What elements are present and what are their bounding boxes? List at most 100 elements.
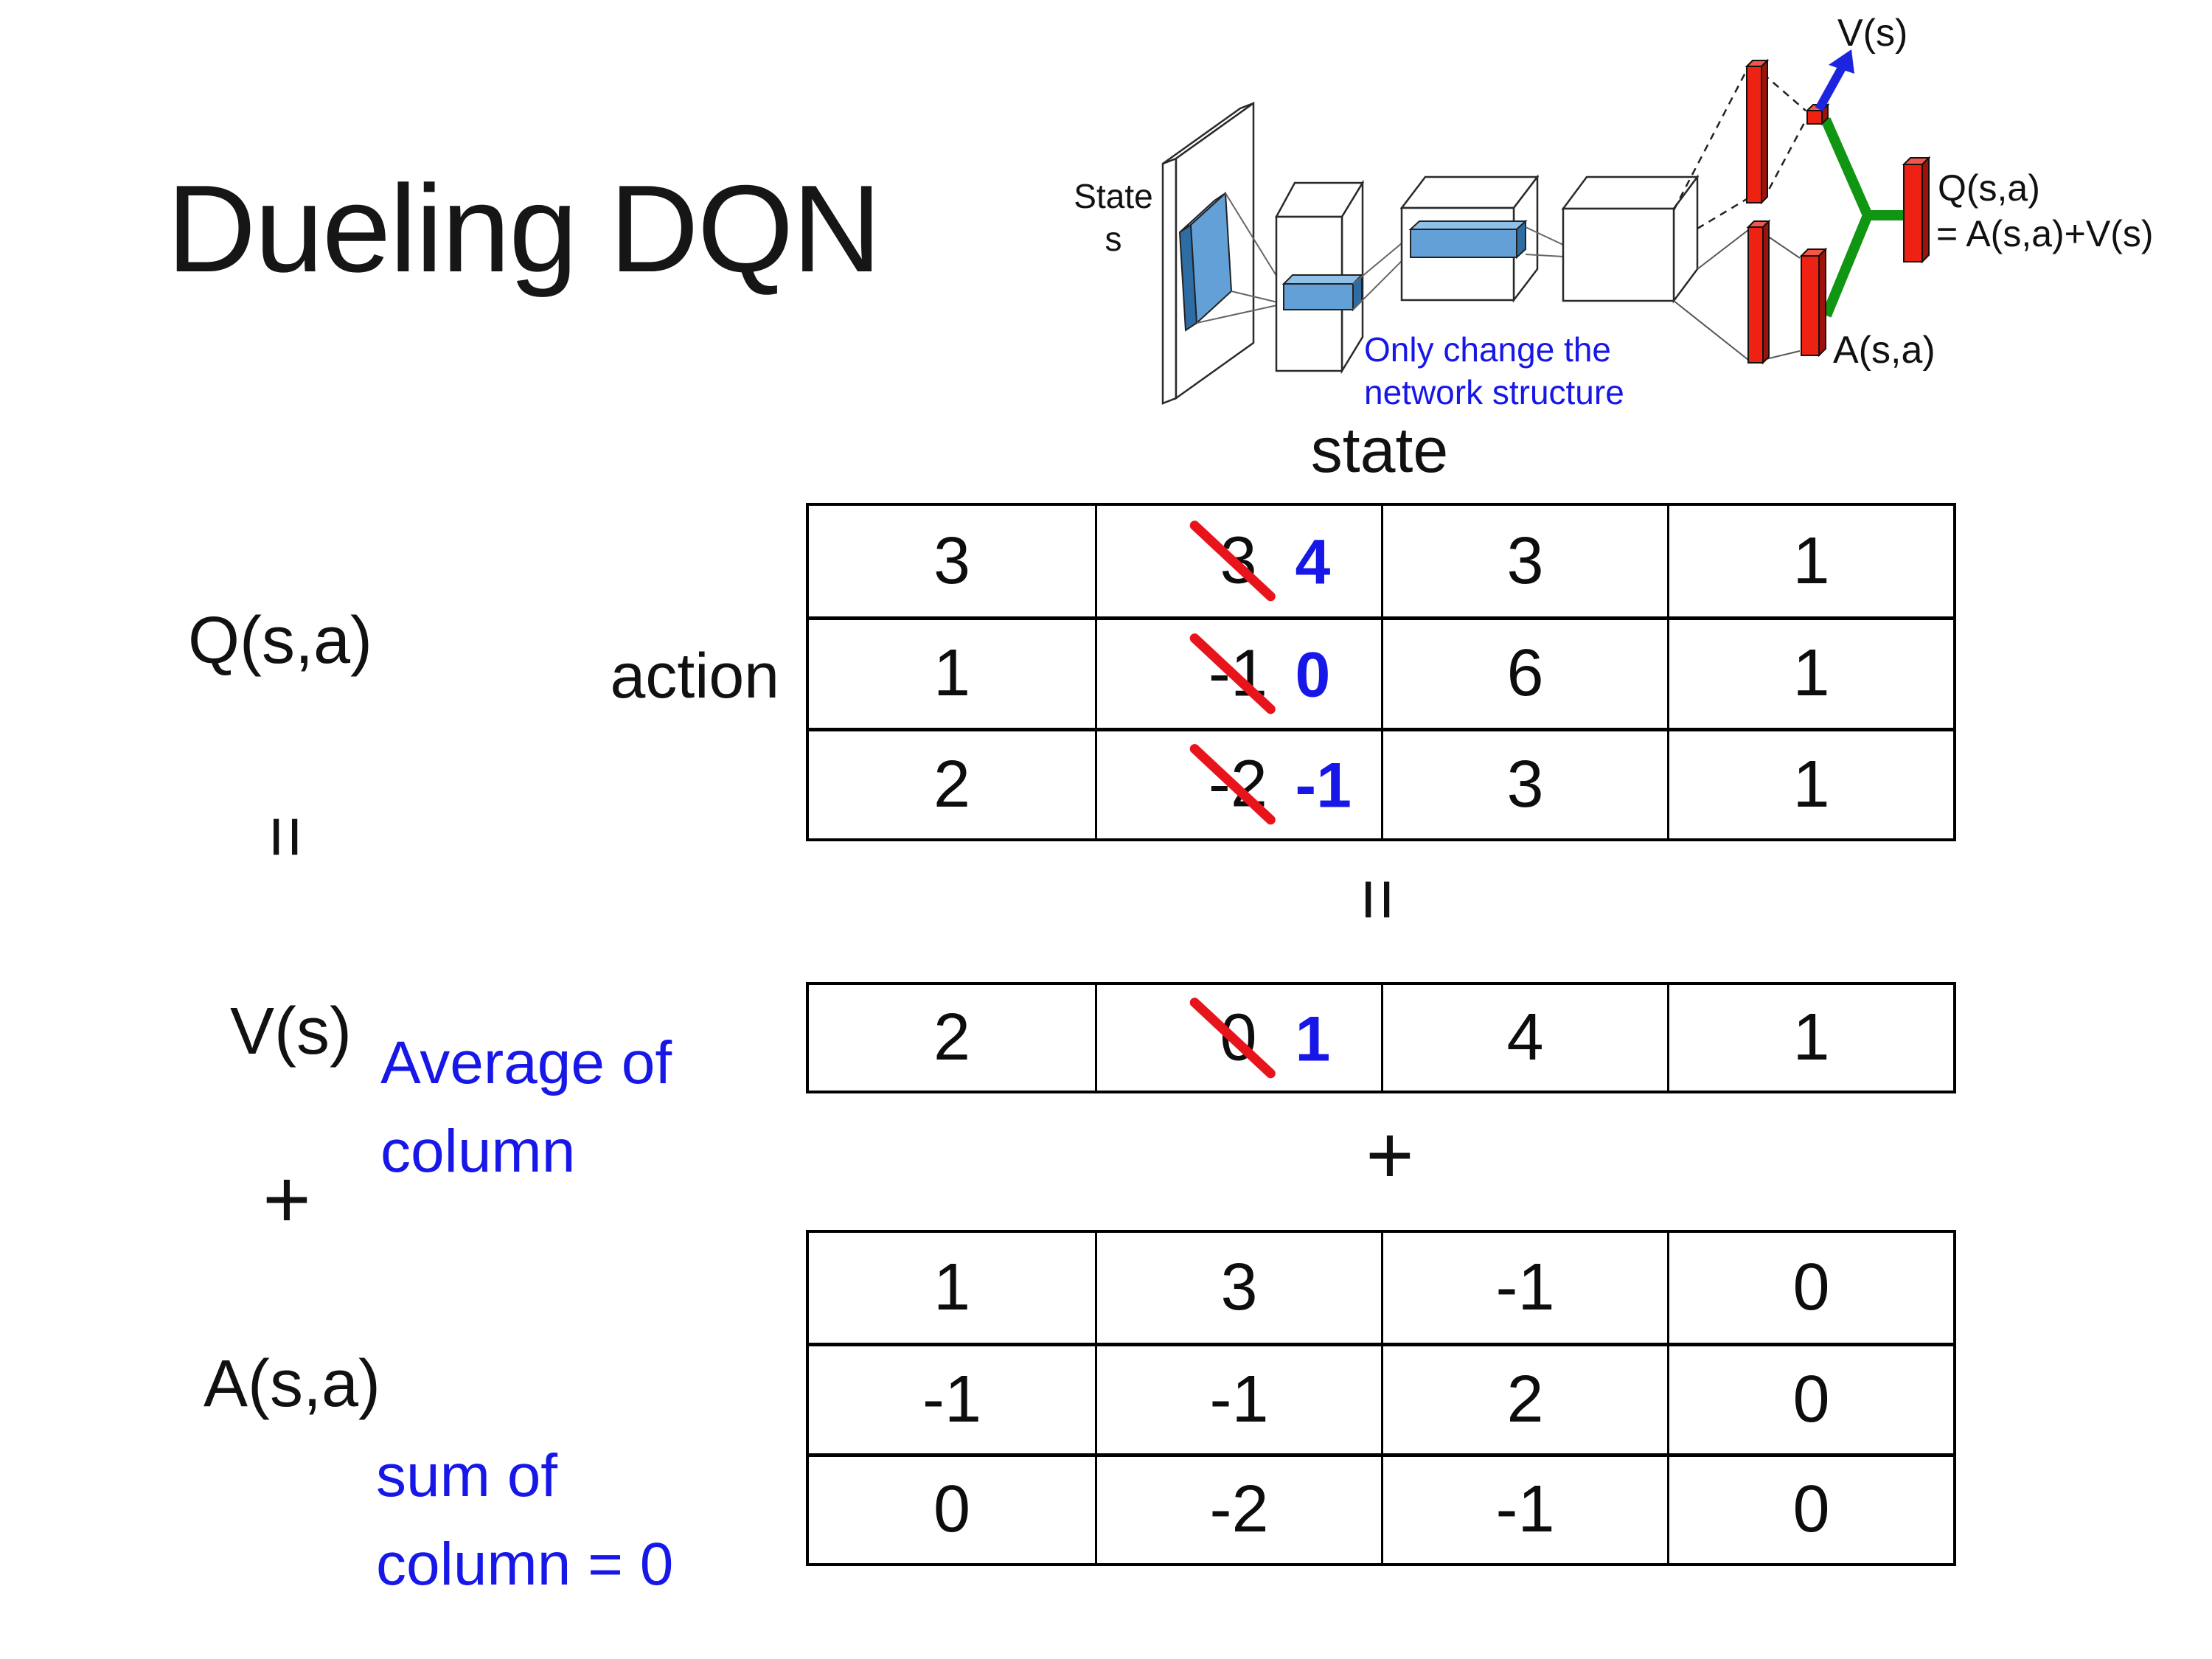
corrected-value: 1 bbox=[1295, 1003, 1331, 1074]
feature-bar-2 bbox=[1408, 219, 1528, 260]
q-value-table: 3 3 4 3 1 1 -1 0 6 1 2 -2 -1 3 1 bbox=[806, 503, 1956, 841]
cell-value: -1 bbox=[922, 1362, 982, 1436]
a-table-cell: 2 bbox=[1381, 1343, 1667, 1453]
a-table-cell: -1 bbox=[1095, 1343, 1381, 1453]
cell-value: 2 bbox=[933, 747, 971, 821]
cell-value: -1 bbox=[1495, 1472, 1555, 1547]
advantage-node-bar bbox=[1799, 247, 1828, 358]
corrected-value: 4 bbox=[1295, 526, 1331, 598]
average-of-column-note: Average of column bbox=[380, 1019, 672, 1196]
cell-value: 0 bbox=[1792, 1472, 1830, 1547]
q-table-cell: 6 bbox=[1381, 616, 1667, 728]
cell-value: 1 bbox=[1792, 747, 1830, 821]
projection-line bbox=[1225, 192, 1284, 288]
projection-line bbox=[1231, 291, 1284, 305]
plus-sign-left: + bbox=[262, 1153, 311, 1245]
q-output-bar bbox=[1902, 156, 1931, 264]
cell-value: 0 bbox=[933, 1472, 971, 1547]
value-hidden-bar bbox=[1745, 58, 1770, 205]
a-table-cell: 0 bbox=[1667, 1453, 1953, 1563]
cell-value: 0 bbox=[1792, 1362, 1830, 1436]
state-input-label: State bbox=[1074, 177, 1152, 215]
q-table-cell: 1 bbox=[1667, 727, 1953, 838]
v-row-label: V(s) bbox=[230, 995, 352, 1068]
cell-value: 3 bbox=[933, 524, 971, 598]
cell-value: -1 bbox=[1495, 1251, 1555, 1325]
advantage-output-label: A(s,a) bbox=[1833, 329, 1935, 372]
a-table-cell: 0 bbox=[809, 1453, 1095, 1563]
a-table-cell: 0 bbox=[1667, 1233, 1953, 1343]
a-table-cell: 1 bbox=[809, 1233, 1095, 1343]
projection-line bbox=[1525, 254, 1564, 257]
advantage-hidden-bar bbox=[1746, 219, 1771, 365]
feature-bar-1 bbox=[1281, 273, 1364, 312]
a-table-cell: 3 bbox=[1095, 1233, 1381, 1343]
q-table-cell-corrected: -1 0 bbox=[1095, 616, 1381, 728]
cell-value: 3 bbox=[1220, 1251, 1258, 1325]
dense-layer-box bbox=[1561, 174, 1700, 304]
q-table-cell-corrected: 3 4 bbox=[1095, 506, 1381, 617]
equals-sign-left: = bbox=[245, 815, 328, 859]
q-table-cell-corrected: -2 -1 bbox=[1095, 727, 1381, 838]
cell-value: 0 bbox=[1792, 1251, 1830, 1325]
advantage-matrix-label: A(s,a) bbox=[204, 1347, 381, 1421]
a-table-cell: -2 bbox=[1095, 1453, 1381, 1563]
plus-sign-center: + bbox=[1366, 1109, 1414, 1201]
advantage-table: 1 3 -1 0 -1 -1 2 0 0 -2 -1 0 bbox=[806, 1230, 1956, 1566]
state-value-row: 2 0 1 4 1 bbox=[806, 982, 1956, 1093]
cell-value: 1 bbox=[933, 636, 971, 711]
q-table-cell: 3 bbox=[1381, 727, 1667, 838]
cell-value: 4 bbox=[1506, 1001, 1544, 1074]
v-row-cell-corrected: 0 1 bbox=[1095, 985, 1381, 1091]
v-row-cell: 2 bbox=[809, 985, 1095, 1091]
q-matrix-label: Q(s,a) bbox=[188, 604, 373, 678]
cell-value: 3 bbox=[1506, 524, 1544, 598]
state-axis-label: state bbox=[1310, 415, 1449, 486]
q-output-label-line2: = A(s,a)+V(s) bbox=[1936, 213, 2154, 254]
q-table-cell: 1 bbox=[809, 616, 1095, 727]
equals-sign-center: = bbox=[1337, 877, 1420, 922]
v-row-cell: 4 bbox=[1381, 985, 1667, 1091]
cell-value: 1 bbox=[1792, 524, 1830, 598]
merge-junction bbox=[1820, 117, 1904, 318]
q-table-cell: 2 bbox=[809, 727, 1095, 838]
projection-line bbox=[1525, 226, 1564, 246]
a-table-cell: -1 bbox=[1381, 1453, 1667, 1563]
a-table-cell: -1 bbox=[1381, 1233, 1667, 1343]
value-stream-dashed-lines bbox=[1672, 69, 1807, 230]
cell-value: -2 bbox=[1209, 1472, 1269, 1547]
sum-note-line2: column = 0 bbox=[376, 1531, 674, 1598]
value-arrow-icon bbox=[1815, 49, 1854, 111]
cell-value: 2 bbox=[1506, 1362, 1544, 1436]
q-table-cell: 1 bbox=[1667, 506, 1953, 617]
q-table-cell: 3 bbox=[1381, 506, 1667, 617]
cell-value: -1 bbox=[1209, 1362, 1269, 1436]
v-row-cell: 1 bbox=[1667, 985, 1953, 1091]
network-note-line1: Only change the bbox=[1364, 330, 1611, 369]
average-note-line2: column bbox=[380, 1118, 576, 1185]
cell-value: 3 bbox=[1506, 747, 1544, 821]
average-note-line1: Average of bbox=[380, 1029, 672, 1096]
projection-line bbox=[1196, 303, 1284, 324]
value-node bbox=[1805, 102, 1830, 126]
q-output-label-line1: Q(s,a) bbox=[1938, 167, 2040, 209]
cell-value: 6 bbox=[1506, 636, 1544, 711]
sum-note-line1: sum of bbox=[376, 1442, 558, 1509]
q-table-cell: 3 bbox=[809, 506, 1095, 616]
cell-value: 1 bbox=[1792, 1001, 1830, 1074]
q-table-cell: 1 bbox=[1667, 616, 1953, 728]
network-note-line2: network structure bbox=[1364, 373, 1624, 411]
state-input-label-s: s bbox=[1105, 220, 1122, 258]
cell-value: 1 bbox=[933, 1251, 971, 1325]
corrected-value: -1 bbox=[1295, 750, 1352, 821]
action-axis-label: action bbox=[610, 641, 780, 712]
value-output-label: V(s) bbox=[1837, 12, 1907, 55]
a-table-cell: -1 bbox=[809, 1343, 1095, 1453]
sum-of-column-note: sum of column = 0 bbox=[376, 1432, 673, 1609]
a-table-cell: 0 bbox=[1667, 1343, 1953, 1453]
corrected-value: 0 bbox=[1295, 639, 1331, 711]
dueling-network-diagram: State s V(s) Q(s,a) = A(s,a)+V(s) A(s,a)… bbox=[1074, 12, 2154, 411]
cell-value: 2 bbox=[933, 1001, 971, 1074]
page-title: Dueling DQN bbox=[167, 159, 882, 298]
cell-value: 1 bbox=[1792, 636, 1830, 711]
